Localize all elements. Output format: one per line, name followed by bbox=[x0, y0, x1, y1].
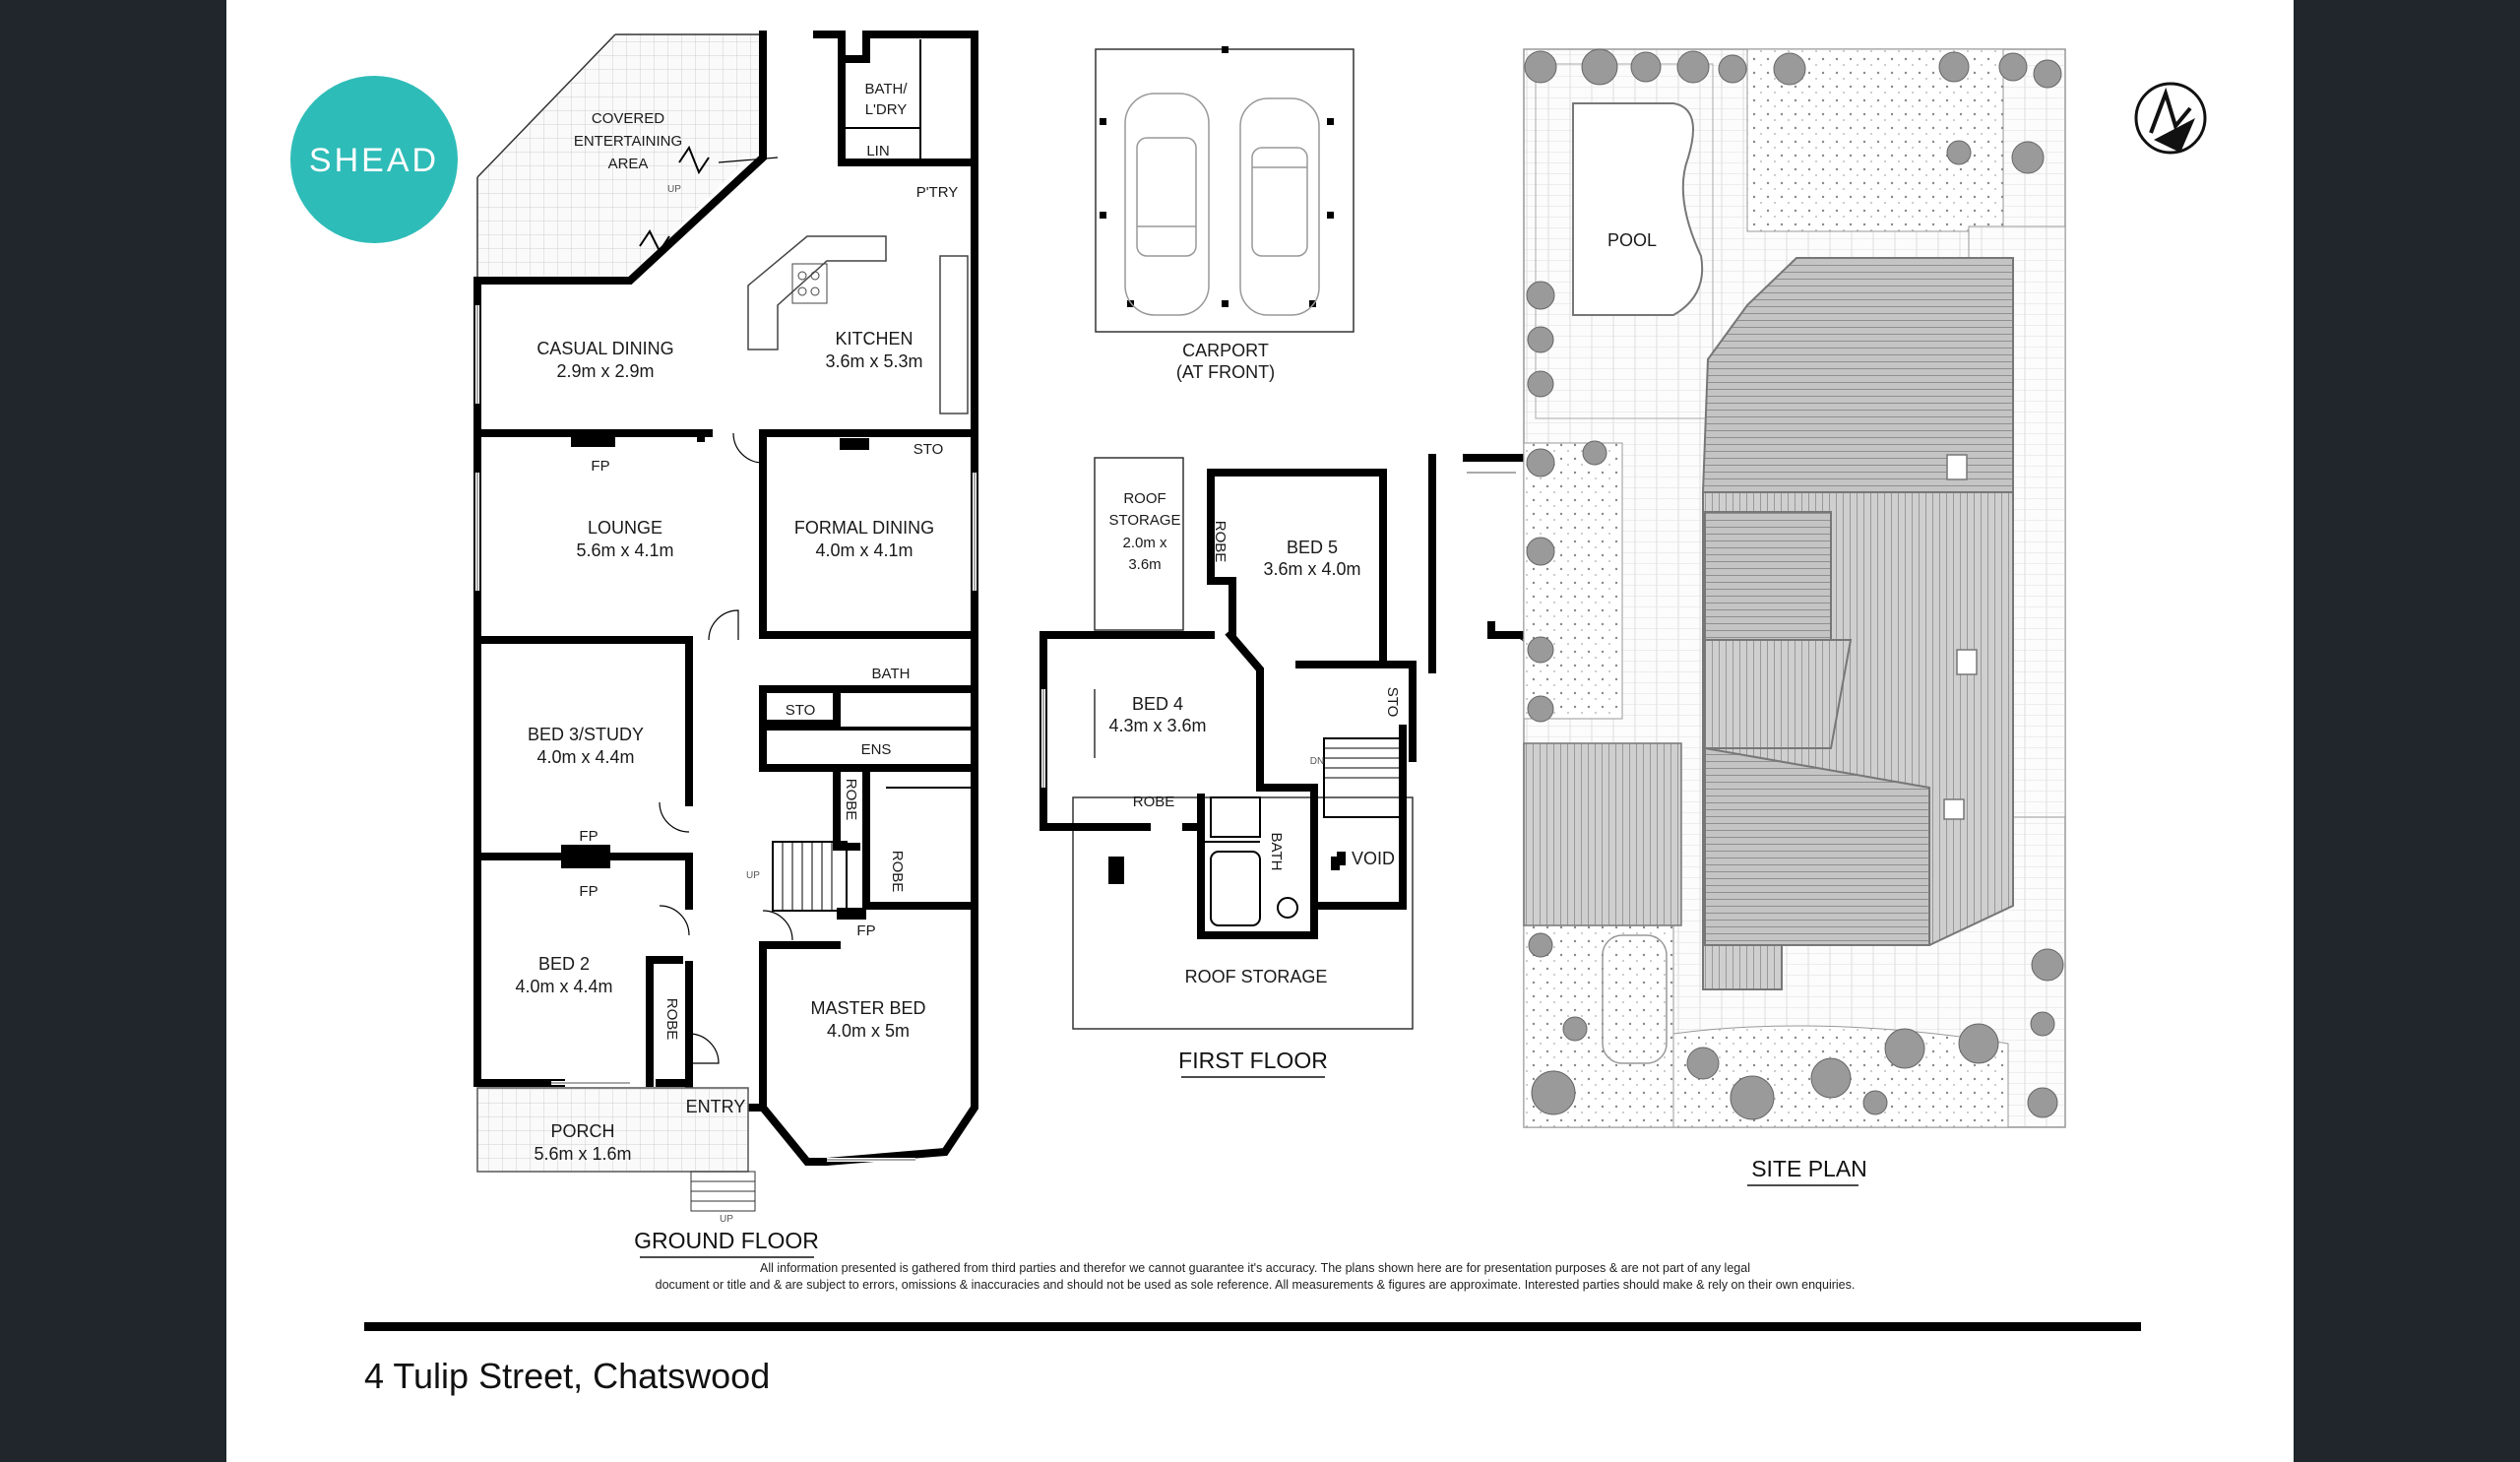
bath-label: BATH bbox=[872, 666, 911, 682]
roof-storage-size-1: 2.0m x bbox=[1122, 535, 1167, 551]
bed2-size: 4.0m x 4.4m bbox=[515, 977, 612, 996]
up-label-3: UP bbox=[720, 1214, 733, 1225]
car-icon bbox=[1124, 93, 1210, 316]
roof-storage-label-1: ROOF bbox=[1123, 490, 1166, 507]
shead-logo: SHEAD bbox=[290, 76, 458, 243]
robe-label-3: ROBE bbox=[663, 998, 680, 1041]
ensuite-label: ENS bbox=[861, 741, 892, 758]
covered-area-label-3: AREA bbox=[608, 156, 649, 172]
fireplace-label-4: FP bbox=[856, 922, 875, 939]
fireplace-label-1: FP bbox=[591, 458, 609, 475]
bed3-label: BED 3/STUDY bbox=[528, 725, 644, 744]
first-floor-labels: ROOF STORAGE 2.0m x 3.6m ROBE BED 5 3.6m… bbox=[1108, 490, 1401, 1078]
down-label: DN bbox=[1310, 756, 1324, 767]
bath-laundry-label-1: BATH/ bbox=[864, 81, 908, 97]
void-label: VOID bbox=[1352, 849, 1395, 868]
covered-area-label-2: ENTERTAINING bbox=[574, 133, 682, 150]
linen-label: LIN bbox=[866, 143, 889, 159]
robe-label-2: ROBE bbox=[889, 851, 906, 893]
fireplace-label-3: FP bbox=[579, 883, 598, 900]
porch-floor bbox=[476, 1087, 749, 1173]
up-label-2: UP bbox=[746, 870, 760, 881]
lounge-size: 5.6m x 4.1m bbox=[576, 540, 673, 560]
porch-size: 5.6m x 1.6m bbox=[534, 1144, 631, 1164]
bed2-label: BED 2 bbox=[538, 954, 590, 974]
lounge-label: LOUNGE bbox=[588, 518, 662, 538]
site-car-icon bbox=[1602, 934, 1668, 1064]
north-arrow-icon bbox=[2134, 82, 2207, 155]
casual-dining-size: 2.9m x 2.9m bbox=[556, 361, 654, 381]
footer-divider bbox=[364, 1322, 2141, 1331]
logo-text: SHEAD bbox=[309, 142, 439, 179]
roof-storage-label: ROOF STORAGE bbox=[1185, 967, 1328, 986]
site-plan-title: SITE PLAN bbox=[1751, 1156, 1867, 1181]
first-store-label: STO bbox=[1384, 687, 1401, 718]
disclaimer-line-1: All information presented is gathered fr… bbox=[760, 1261, 1750, 1275]
first-floor-title: FIRST FLOOR bbox=[1178, 1048, 1328, 1073]
floor-plan-sheet: SHEAD bbox=[226, 0, 2294, 1462]
store-label-1: STO bbox=[914, 441, 944, 458]
bed4-label: BED 4 bbox=[1132, 694, 1183, 714]
bed4-size: 4.3m x 3.6m bbox=[1108, 716, 1206, 735]
bed5-size: 3.6m x 4.0m bbox=[1263, 559, 1360, 579]
casual-dining-label: CASUAL DINING bbox=[536, 339, 673, 358]
site-plan-layer: POOL SITE PLAN bbox=[1523, 48, 2207, 1186]
covered-area-floor bbox=[477, 34, 763, 276]
bed5-label: BED 5 bbox=[1287, 538, 1338, 557]
porch-label: PORCH bbox=[550, 1121, 614, 1141]
pantry-label: P'TRY bbox=[916, 184, 959, 201]
first-robe-label-2: ROBE bbox=[1133, 794, 1175, 810]
ground-floor-plan: COVERED ENTERTAINING AREA UP BATH/ L'DRY… bbox=[473, 31, 978, 1258]
property-address: 4 Tulip Street, Chatswood bbox=[364, 1356, 770, 1396]
bath-laundry-label-2: L'DRY bbox=[865, 101, 908, 118]
store-label-2: STO bbox=[786, 702, 816, 719]
ground-floor-title: GROUND FLOOR bbox=[634, 1228, 819, 1253]
carport-plan: CARPORT (AT FRONT) bbox=[1095, 46, 1354, 382]
pool-outline bbox=[1572, 102, 1704, 316]
master-bed-label: MASTER BED bbox=[810, 998, 925, 1018]
disclaimer-line-2: document or title and & are subject to e… bbox=[656, 1278, 1856, 1292]
entry-label: ENTRY bbox=[686, 1097, 746, 1116]
roof-storage-size-2: 3.6m bbox=[1128, 556, 1161, 573]
kitchen-label: KITCHEN bbox=[835, 329, 913, 349]
covered-area-label-1: COVERED bbox=[592, 110, 664, 127]
ground-outer-wall-top bbox=[813, 31, 978, 437]
bed3-size: 4.0m x 4.4m bbox=[536, 747, 634, 767]
carport-sublabel: (AT FRONT) bbox=[1176, 362, 1275, 382]
pool-label: POOL bbox=[1607, 230, 1657, 250]
up-label-1: UP bbox=[667, 184, 681, 195]
first-robe-label-1: ROBE bbox=[1212, 521, 1228, 563]
formal-dining-label: FORMAL DINING bbox=[794, 518, 934, 538]
fireplace-label-2: FP bbox=[579, 828, 598, 845]
roof-storage-label-2: STORAGE bbox=[1108, 512, 1180, 529]
robe-label-1: ROBE bbox=[843, 779, 859, 821]
car-icon bbox=[1239, 97, 1320, 316]
first-bath-label: BATH bbox=[1268, 833, 1285, 871]
formal-dining-size: 4.0m x 4.1m bbox=[815, 540, 913, 560]
logo-circle bbox=[290, 76, 458, 243]
carport-label: CARPORT bbox=[1182, 341, 1269, 360]
kitchen-size: 3.6m x 5.3m bbox=[825, 351, 922, 371]
floor-plan-drawing: SHEAD bbox=[290, 31, 1663, 1258]
ground-outer-wall-left bbox=[473, 31, 767, 1087]
master-bed-size: 4.0m x 5m bbox=[827, 1021, 910, 1041]
tree-icons bbox=[1524, 48, 2064, 1120]
footer-layer: All information presented is gathered fr… bbox=[364, 1261, 2141, 1396]
